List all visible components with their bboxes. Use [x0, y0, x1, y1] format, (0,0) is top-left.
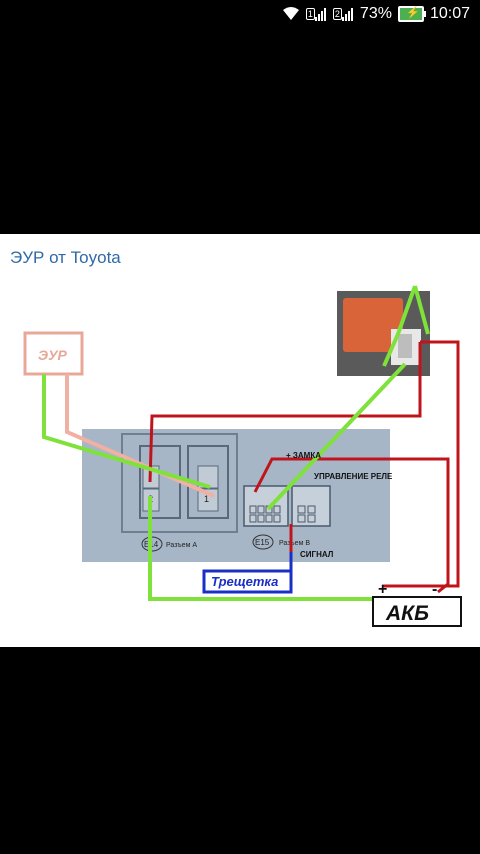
wire-red-2: [382, 340, 460, 588]
clock: 10:07: [429, 5, 470, 22]
sim2-badge: 2: [332, 8, 342, 20]
wiring-diagram: 2 1 E14 Разъем А E15 Разъем В ЭУР: [23, 285, 462, 627]
akb-plus-label: +: [378, 581, 387, 598]
connector-a-label: Разъем А: [166, 542, 197, 549]
image-title: ЭУР от Toyota: [10, 248, 121, 267]
pin1-label: 1: [204, 494, 209, 504]
signal-sim2-icon: 2: [332, 7, 354, 21]
status-bar: 1 2 73% ⚡ 10:07: [0, 0, 480, 28]
connector-a-frame: [121, 433, 238, 533]
relay-control-label: УПРАВЛЕНИЕ РЕЛЕ: [314, 472, 393, 481]
akb-label: АКБ: [385, 602, 429, 625]
treschotka-box: [202, 569, 293, 594]
akb-minus-label: -: [432, 581, 437, 598]
wire-green-2: [148, 496, 438, 601]
signal-sim1-icon: 1: [305, 7, 327, 21]
battery-percent: 73%: [359, 5, 392, 22]
wire-green-1: [42, 374, 211, 489]
relay-body: [343, 298, 403, 352]
wire-red-1: [148, 342, 422, 483]
akb-box: [372, 596, 462, 627]
wifi-icon: [282, 6, 300, 22]
battery-charging-icon: ⚡: [397, 6, 426, 22]
connector-b-label: Разъем В: [279, 540, 310, 547]
image-viewer[interactable]: ЭУР от Toyota 2 1 E14 Разъем А E15 Разъе…: [0, 234, 480, 647]
wire-green-3: [266, 362, 407, 511]
eur-box: [23, 331, 84, 376]
signal-label: СИГНАЛ: [300, 550, 334, 559]
treschotka-label: Трещетка: [211, 574, 278, 589]
e15-label: E15: [255, 538, 270, 547]
sim1-badge: 1: [305, 8, 315, 20]
wire-red-3: [253, 457, 450, 594]
zamka-label: + ЗАМКА: [286, 451, 321, 460]
wire-green-4: [382, 285, 417, 367]
eur-box-label: ЭУР: [38, 347, 68, 363]
